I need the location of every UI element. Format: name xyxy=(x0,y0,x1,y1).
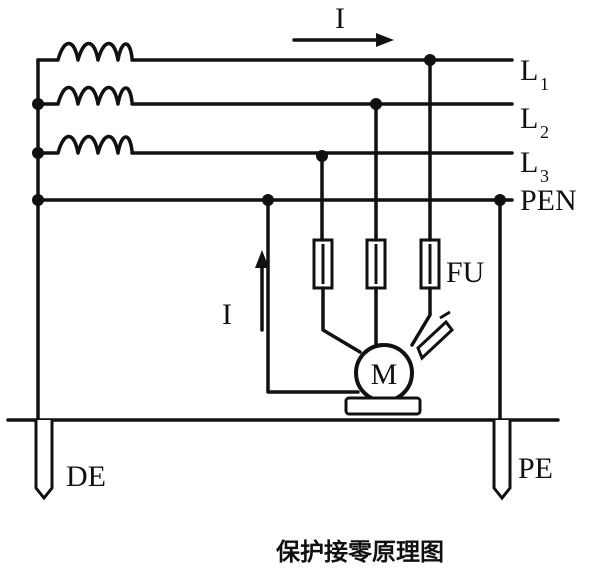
fuses xyxy=(312,238,441,290)
motor-lead-l1 xyxy=(410,286,432,347)
svg-text:2: 2 xyxy=(540,122,549,142)
current-arrow-top xyxy=(292,33,394,47)
svg-text:L: L xyxy=(520,102,538,135)
current-label-side: I xyxy=(222,298,232,331)
label-pe: PE xyxy=(518,452,553,485)
motor-base xyxy=(344,396,422,416)
diagram-caption: 保护接零原理图 xyxy=(275,538,444,566)
pe-electrode xyxy=(492,420,512,501)
motor-label: M xyxy=(371,358,398,391)
junction-dot xyxy=(32,147,44,159)
svg-text:L: L xyxy=(520,54,538,87)
svg-text:1: 1 xyxy=(540,74,549,94)
current-label-top: I xyxy=(335,2,345,35)
de-electrode xyxy=(34,420,54,501)
svg-text:L: L xyxy=(520,146,538,179)
junction-dot xyxy=(32,194,44,206)
current-arrow-side xyxy=(255,250,269,332)
fault-mark xyxy=(416,310,455,361)
label-de: DE xyxy=(66,460,106,493)
pen-to-frame xyxy=(266,198,360,394)
label-l1: L 1 xyxy=(520,54,549,94)
label-pen: PEN xyxy=(520,184,577,217)
label-l3: L 3 xyxy=(520,146,549,186)
junction-dot xyxy=(32,98,44,110)
motor-lead-l3 xyxy=(321,286,362,354)
label-l2: L 2 xyxy=(520,102,549,142)
label-fu: FU xyxy=(446,256,485,289)
transformer-coils xyxy=(36,41,134,155)
svg-text:3: 3 xyxy=(540,166,549,186)
